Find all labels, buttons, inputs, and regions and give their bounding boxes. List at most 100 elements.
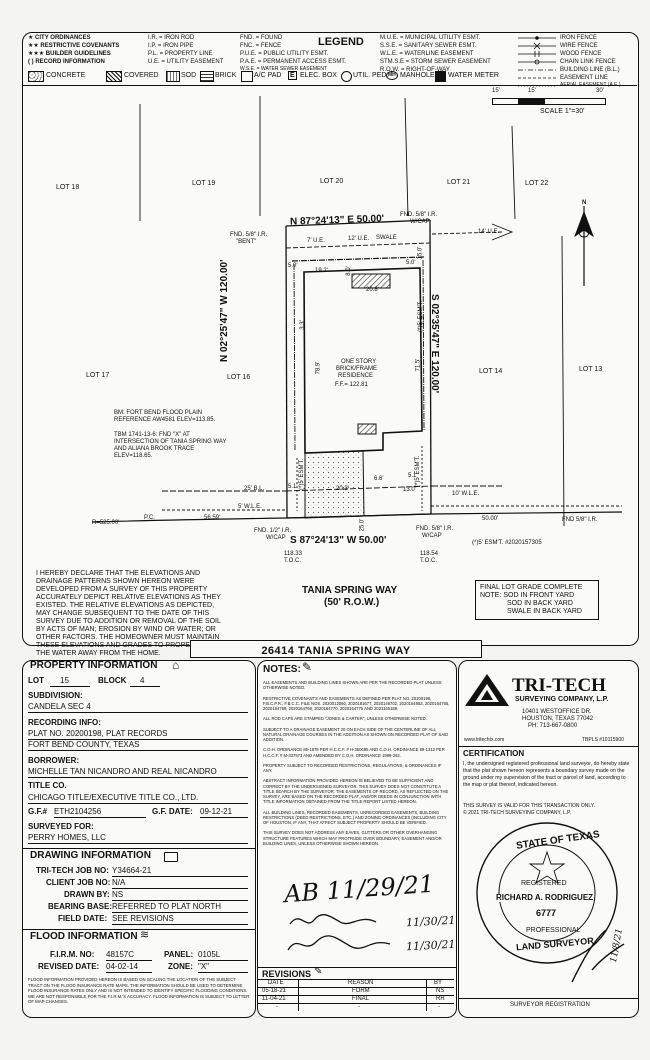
seal-number: 6777 xyxy=(536,908,557,918)
bearing-east: S 02°35'47" E 120.00' xyxy=(429,294,440,394)
benchmark-note: TBM 1741-13-6: FND "X" AT xyxy=(114,432,190,438)
client-job-field: N/A xyxy=(112,878,248,889)
company-subtitle: SURVEYING COMPANY, L.P. xyxy=(515,696,609,703)
table-cell: 05-18-21 xyxy=(262,988,287,994)
sod-swatch xyxy=(166,71,180,82)
toc-label: T.O.C. xyxy=(420,558,438,564)
benchmark-note: BM: FORT BEND FLOOD PLAIN xyxy=(114,410,203,416)
driveway xyxy=(304,450,365,519)
dimension-label: 71.5' xyxy=(415,358,422,372)
field-value: NS xyxy=(112,890,124,899)
field-label: TITLE CO. xyxy=(28,781,67,790)
residence-label: RESIDENCE xyxy=(338,373,374,379)
gf-value: ETH2104256 xyxy=(54,807,102,816)
bearing-base-field: REFERRED TO PLAT NORTH xyxy=(112,902,248,913)
plat-drawing xyxy=(91,96,623,527)
field-value: 48157C xyxy=(106,950,135,959)
revisions-table: DATE REASON BY 05-18-21 FORM NS 11-04-21… xyxy=(258,979,454,1013)
drawn-by-field: NS xyxy=(112,890,248,901)
legend-item: S.S.E. = SANITARY SEWER ESMT. xyxy=(380,43,477,49)
legend-item: CHAIN LINK FENCE xyxy=(560,59,616,65)
easement-label: 14' U.E. xyxy=(478,229,500,235)
lot-label: LOT 16 xyxy=(227,374,251,381)
field-label: SURVEYED FOR: xyxy=(28,822,94,831)
final-grade-box: FINAL LOT GRADE COMPLETE NOTE: SOD IN FR… xyxy=(475,580,599,620)
firm-field: 48157C xyxy=(106,950,152,961)
table-cell: 11-04-21 xyxy=(262,996,286,1002)
surveyed-for-value: PERRY HOMES, LLC xyxy=(28,833,106,842)
note-item: SUBJECT TO A DRAINAGE EASEMENT 20 ON EAC… xyxy=(263,726,449,743)
final-grade-line: SOD IN BACK YARD xyxy=(507,600,573,607)
benchmark-note: REFERENCE AW4581 ELEV=113.85. xyxy=(114,417,216,423)
field-value: N/A xyxy=(112,878,126,887)
lot-label: LOT 14 xyxy=(479,368,503,375)
validity-note: THIS SURVEY IS VALID FOR THIS TRANSACTIO… xyxy=(463,803,595,809)
table-cell: - xyxy=(438,1004,440,1010)
easement-label: (*)5' ESM'T. xyxy=(415,455,421,487)
column-header: DATE xyxy=(268,980,284,986)
surveyor-registration-label: SURVEYOR REGISTRATION xyxy=(510,1002,590,1008)
lot-line xyxy=(561,235,565,527)
revised-field: 04-02-14 xyxy=(106,962,152,973)
water-meter-icon xyxy=(435,71,446,82)
field-label: REVISED DATE: xyxy=(38,962,100,971)
field-date-field: SEE REVISIONS xyxy=(112,914,248,925)
field-value: Y34664-21 xyxy=(112,866,152,875)
note-item: RESTRICTIVE COVENANTS AND EASEMENTS AS D… xyxy=(263,695,450,712)
field-value: "X" xyxy=(198,962,210,971)
table-cell: - xyxy=(358,1004,360,1010)
distance-label: 50.00' xyxy=(482,516,499,522)
note-item: ALL BUILDING LINES, RECORDED EASEMENTS, … xyxy=(263,809,447,826)
declaration-line: DEVELOPED FROM A SURVEY OF THIS PROPERTY xyxy=(36,586,208,593)
notes-panel xyxy=(257,660,457,1018)
field-label: G.F. DATE: xyxy=(152,807,193,816)
company-phone: PH: 713-667-0800 xyxy=(528,723,578,729)
legend-symbol-label: A/C PAD xyxy=(254,72,282,79)
final-grade-line: FINAL LOT GRADE COMPLETE xyxy=(480,584,583,591)
lot-label: LOT 18 xyxy=(56,184,80,191)
declaration-line: EXISTED. THE RELATIVE ELEVATIONS AS DEPI… xyxy=(36,602,215,609)
legend-item: M.U.E. = MUNICIPAL UTILITY ESMT. xyxy=(380,35,481,41)
revisions-divider xyxy=(257,967,456,968)
bearing-south: S 87°24'13" W 50.00' xyxy=(290,535,387,546)
property-line-west xyxy=(285,225,288,519)
flood-icon: ≋ xyxy=(140,929,150,941)
street-name: TANIA SPRING WAY xyxy=(302,585,398,596)
toc-label: T.O.C. xyxy=(284,558,302,564)
field-label: F.I.R.M. NO: xyxy=(50,950,95,959)
declaration-line: THESE ELEVATIONS AND GRADES TO PROPERLY … xyxy=(36,642,227,649)
recording-value: PLAT NO. 20200198, PLAT RECORDS xyxy=(28,729,168,738)
dimension-label: 20.3' xyxy=(336,486,349,492)
recording-field: PLAT NO. 20200198, PLAT RECORDS xyxy=(28,729,248,740)
legend-symbol-label: ELEC. BOX xyxy=(300,72,337,79)
property-line-east xyxy=(429,219,432,515)
ac-pad-swatch xyxy=(241,71,253,82)
section-title: REVISIONS xyxy=(262,969,312,979)
lot-label: LOT 17 xyxy=(86,372,110,379)
scale-bar: 15' 15' 30' SCALE 1"=30' xyxy=(492,88,632,128)
toc-value: 118.54 xyxy=(420,551,438,557)
legend-item: BUILDING LINE (B.L.) xyxy=(560,67,620,73)
legend-item: W.S.E. = WATER SEWER EASEMENT xyxy=(240,66,328,72)
table-cell: - xyxy=(276,1004,278,1010)
surveyed-for-field: PERRY HOMES, LLC xyxy=(28,833,248,844)
scale-label: SCALE 1"=30' xyxy=(540,108,585,115)
pc-label: P.C. xyxy=(144,515,155,521)
declaration-line: MAY CHANGE SUBSEQUENT TO THE DATE OF THI… xyxy=(36,610,210,617)
wle-label: 10' W.L.E. xyxy=(452,491,480,497)
lot-line xyxy=(404,97,409,217)
lot-value-field: 15 xyxy=(50,676,90,687)
copyright-note: © 2021 TRI-TECH SURVEYING COMPANY, L.P. xyxy=(463,810,572,816)
legend-item: WIRE FENCE xyxy=(560,43,598,49)
fence-line xyxy=(422,259,425,432)
scale-mark: 15' xyxy=(528,88,536,94)
scale-mark: 15' xyxy=(492,88,500,94)
util-ped-icon xyxy=(341,71,352,82)
signature-marks xyxy=(287,914,391,951)
legend-item: ★★ RESTRICTIVE COVENANTS xyxy=(28,43,120,49)
table-cell: NS xyxy=(436,988,445,994)
legend-symbol-label: BRICK xyxy=(215,72,237,79)
benchmark-note: INTERSECTION OF TANIA SPRING WAY xyxy=(114,439,227,445)
swale-label: SWALE xyxy=(376,235,397,241)
signature-date: 11/30/21 xyxy=(405,937,456,954)
